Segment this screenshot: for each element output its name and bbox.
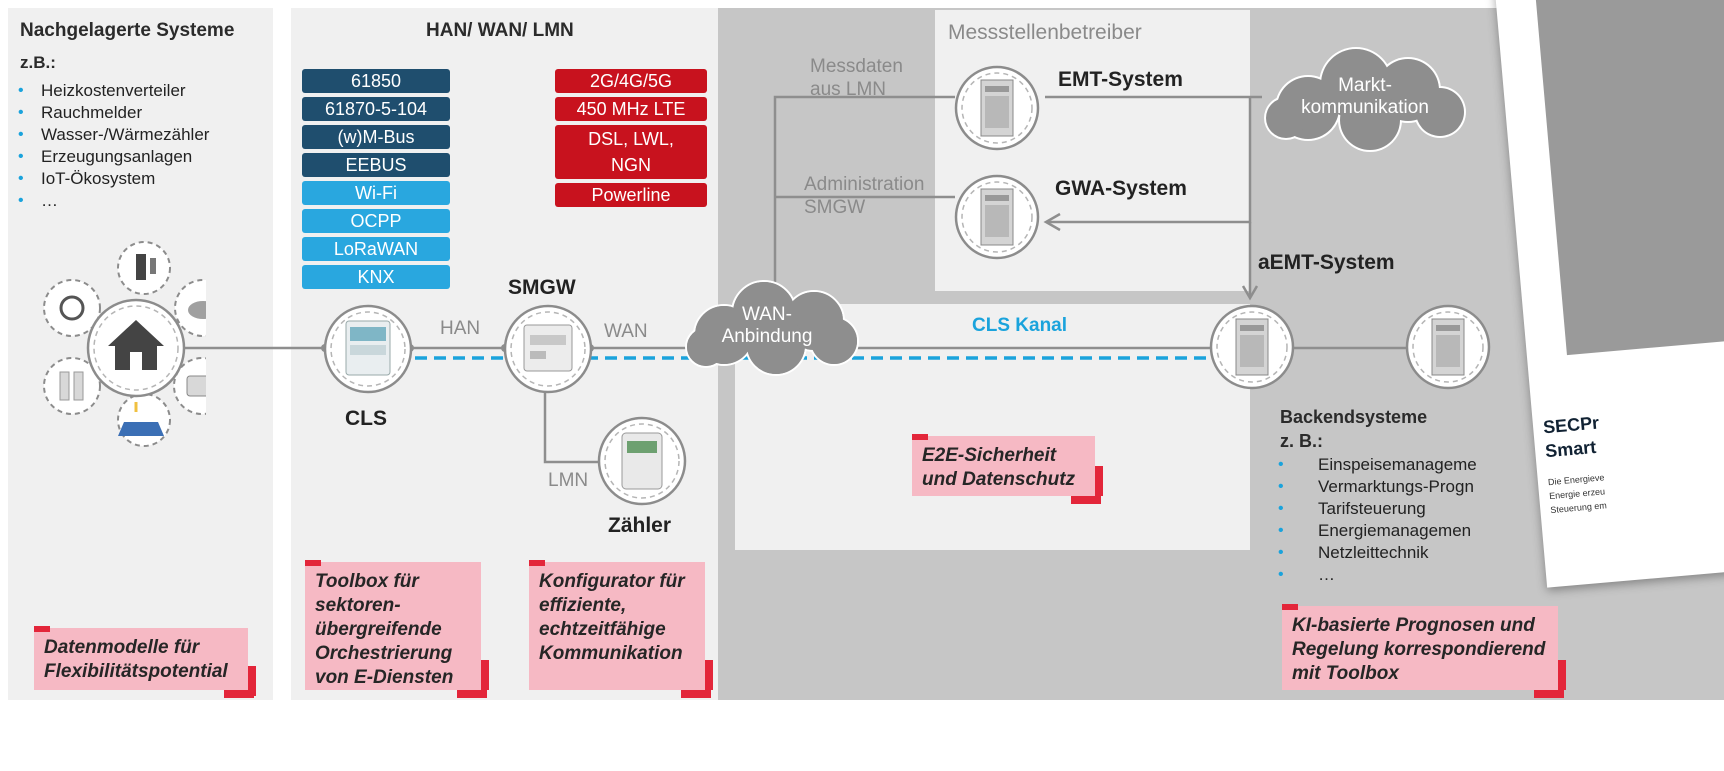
paper-line: Energie erzeu [1548,486,1606,502]
wan-tag: Powerline [555,183,707,207]
gwa-label: GWA-System [1055,177,1187,200]
paper-line: Steuerung em [1549,500,1608,516]
wan-anbindung-label: WAN-Anbindung [721,304,813,347]
backend-list-clip: Einspeisemanageme Vermarktungs-Progn Tar… [1276,454,1520,616]
note-corner [1558,660,1566,690]
paper-card: SECPr Smart Die Energieve Energie erzeu … [1494,0,1724,588]
list-item: Energiemanagemen [1276,520,1520,542]
wan-label: WAN [604,321,648,342]
protocol-tag: EEBUS [302,153,450,177]
cls-kanal-label: CLS Kanal [972,315,1068,336]
aemt-server-icon [1209,304,1295,390]
paper-photo [1535,0,1724,356]
note-corner [705,660,713,690]
note-corner [681,690,711,698]
protocol-tag: Wi-Fi [302,181,450,205]
list-item: Rauchmelder [16,102,209,124]
note-corner [481,660,489,690]
note-corner [305,560,321,566]
paper-clip: SECPr Smart Die Energieve Energie erzeu … [1470,0,1724,700]
han-title: HAN/ WAN/ LMN [426,20,574,41]
list-item: Vermarktungs-Progn [1276,476,1520,498]
left-title: Nachgelagerte Systeme [20,20,235,41]
smgw-device [503,304,593,394]
emt-server-icon [954,65,1040,151]
wan-tag: 2G/4G/5G [555,69,707,93]
list-item: … [16,190,209,212]
list-item: Netzleittechnik [1276,542,1520,564]
protocol-tag: KNX [302,265,450,289]
note-corner [529,560,545,566]
administration-label: Administration SMGW [804,174,925,218]
gwa-server-icon [954,174,1040,260]
note-corner [457,690,487,698]
han-label: HAN [440,318,481,339]
emt-label: EMT-System [1058,68,1183,91]
markt-cloud [1264,47,1466,152]
note-ki: KI-basierte Prognosen und Regelung korre… [1282,606,1558,690]
cls-label: CLS [345,407,387,430]
backend-server-icon [1405,304,1491,390]
aemt-label: aEMT-System [1258,251,1395,274]
smgw-label: SMGW [508,276,576,299]
left-list: Heizkostenverteiler Rauchmelder Wasser-/… [16,80,209,212]
backend-title: Backendsysteme [1280,407,1428,427]
cls-device [323,304,413,394]
paper-line: Die Energieve [1547,472,1605,488]
note-corner [1282,604,1298,610]
messdaten-label: Messdaten aus LMN [810,56,903,100]
protocol-tag: LoRaWAN [302,237,450,261]
backend-list: Einspeisemanageme Vermarktungs-Progn Tar… [1276,454,1520,586]
protocol-tag: OCPP [302,209,450,233]
house-icon [108,320,164,370]
paper-title-2: Smart [1544,436,1597,462]
list-item: … [1276,564,1520,586]
note-corner [912,434,928,440]
note-konfigurator: Konfigurator für effiziente, echtzeitfäh… [529,562,705,690]
protocol-tag: 61850 [302,69,450,93]
note-corner [248,666,256,696]
backend-sub: z. B.: [1280,431,1323,451]
note-corner [34,626,50,632]
wan-cloud [685,280,859,376]
list-item: Heizkostenverteiler [16,80,209,102]
protocol-tag: (w)M-Bus [302,125,450,149]
note-corner [1534,690,1564,698]
wan-tag: DSL, LWL, NGN [555,125,707,179]
list-item: IoT-Ökosystem [16,168,209,190]
meter-device [597,416,687,506]
paper-title-1: SECPr [1542,412,1600,438]
list-item: Wasser-/Wärmezähler [16,124,209,146]
wan-tag: 450 MHz LTE [555,97,707,121]
list-item: Einspeisemanageme [1276,454,1520,476]
note-corner [1095,466,1103,496]
list-item: Erzeugungsanlagen [16,146,209,168]
note-corner [1071,496,1101,504]
protocol-tag: 61870-5-104 [302,97,450,121]
markt-label: Markt-kommunikation [1301,75,1429,118]
note-datenmodelle: Datenmodelle für Flexibilitätspotential [34,628,248,690]
note-corner [224,690,254,698]
note-e2e: E2E-Sicherheit und Datenschutz [912,436,1095,496]
msb-title: Messstellenbetreiber [948,21,1142,44]
list-item: Tarifsteuerung [1276,498,1520,520]
meter-label: Zähler [608,514,672,537]
left-sub: z.B.: [20,53,56,72]
home-device-cluster [43,241,206,447]
note-toolbox: Toolbox für sektoren-übergreifende Orche… [305,562,481,690]
lmn-label: LMN [548,470,589,491]
